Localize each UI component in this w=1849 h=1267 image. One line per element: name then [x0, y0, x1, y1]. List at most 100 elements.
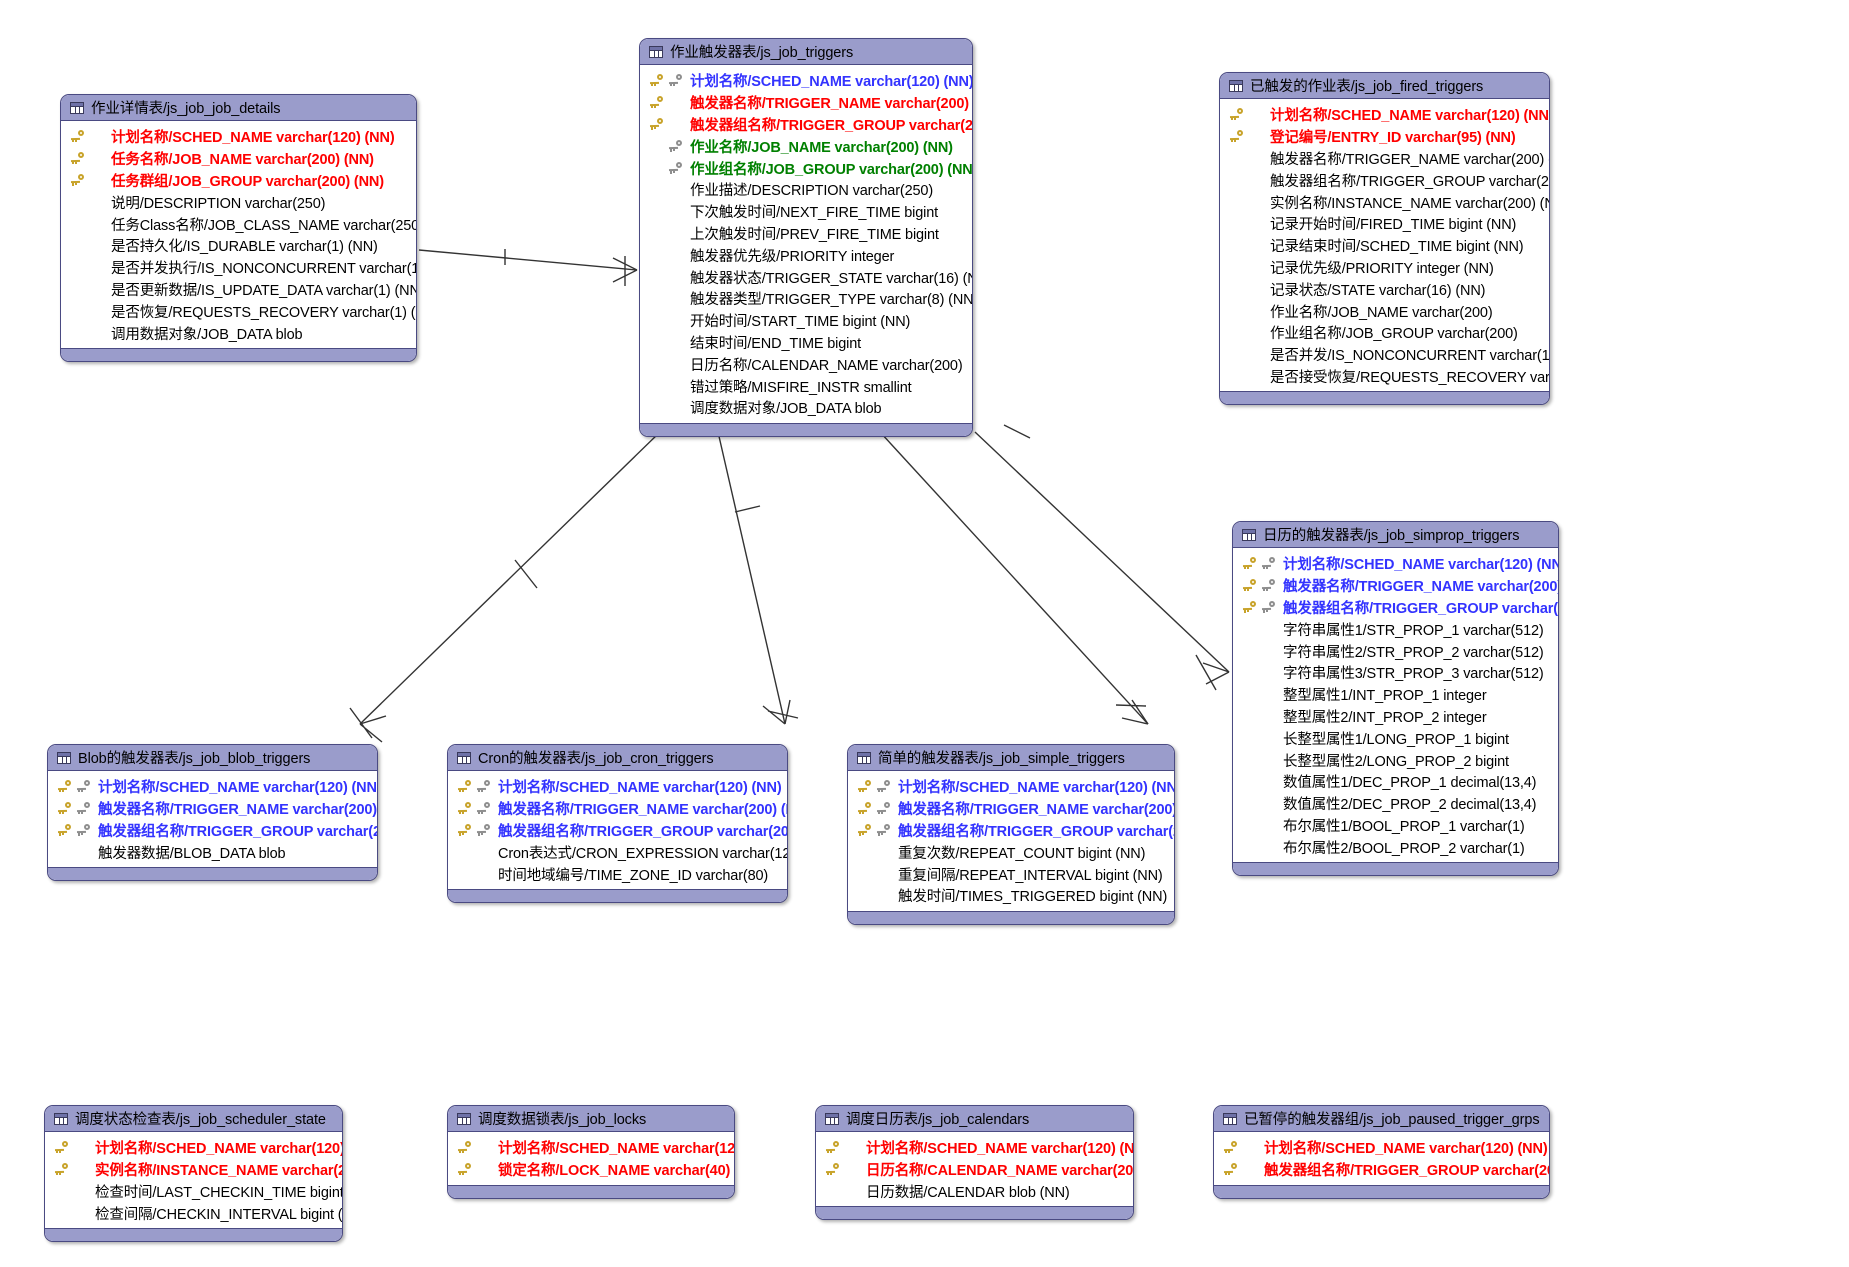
attribute-row[interactable]: 触发器组名称/TRIGGER_GROUP varchar(200) (NN) — [848, 820, 1174, 842]
attribute-row[interactable]: 是否并发/IS_NONCONCURRENT varchar(1) — [1220, 344, 1549, 366]
entity-paused_trigger_grps[interactable]: 已暂停的触发器组/js_job_paused_trigger_grps 计划名称/… — [1213, 1105, 1550, 1199]
attribute-row[interactable]: 触发器数据/BLOB_DATA blob — [48, 841, 377, 863]
attribute-row[interactable]: 计划名称/SCHED_NAME varchar(120) (NN) — [816, 1137, 1133, 1159]
attribute-row[interactable]: 计划名称/SCHED_NAME varchar(120) (NN) — [45, 1137, 342, 1159]
attribute-row[interactable]: 计划名称/SCHED_NAME varchar(120) (NN) — [1220, 104, 1549, 126]
attribute-row[interactable]: 是否并发执行/IS_NONCONCURRENT varchar(1) (NN) — [61, 257, 416, 279]
attribute-row[interactable]: 调用数据对象/JOB_DATA blob — [61, 322, 416, 344]
attribute-row[interactable]: 字符串属性3/STR_PROP_3 varchar(512) — [1233, 662, 1558, 684]
attribute-row[interactable]: 作业名称/JOB_NAME varchar(200) — [1220, 300, 1549, 322]
attribute-row[interactable]: 布尔属性1/BOOL_PROP_1 varchar(1) — [1233, 815, 1558, 837]
attribute-row[interactable]: 触发器名称/TRIGGER_NAME varchar(200) (NN) — [448, 798, 787, 820]
attribute-row[interactable]: 日历名称/CALENDAR_NAME varchar(200) — [640, 353, 972, 375]
entity-job_details[interactable]: 作业详情表/js_job_job_details 计划名称/SCHED_NAME … — [60, 94, 417, 362]
attribute-row[interactable]: 是否更新数据/IS_UPDATE_DATA varchar(1) (NN) — [61, 279, 416, 301]
attribute-row[interactable]: 实例名称/INSTANCE_NAME varchar(200) (NN) — [1220, 191, 1549, 213]
entity-header-fired_triggers[interactable]: 已触发的作业表/js_job_fired_triggers — [1220, 73, 1549, 99]
attribute-row[interactable]: 字符串属性1/STR_PROP_1 varchar(512) — [1233, 618, 1558, 640]
attribute-row[interactable]: 触发器名称/TRIGGER_NAME varchar(200) (NN) — [1233, 575, 1558, 597]
attribute-row[interactable]: 长整型属性2/LONG_PROP_2 bigint — [1233, 749, 1558, 771]
attribute-row[interactable]: 作业组名称/JOB_GROUP varchar(200) — [1220, 322, 1549, 344]
attribute-row[interactable]: 作业描述/DESCRIPTION varchar(250) — [640, 179, 972, 201]
attribute-row[interactable]: 触发器组名称/TRIGGER_GROUP varchar(200) (NN) — [448, 820, 787, 842]
attribute-row[interactable]: 任务群组/JOB_GROUP varchar(200) (NN) — [61, 170, 416, 192]
attribute-row[interactable]: 计划名称/SCHED_NAME varchar(120) (NN) — [48, 776, 377, 798]
entity-header-locks[interactable]: 调度数据锁表/js_job_locks — [448, 1106, 734, 1132]
attribute-row[interactable]: 任务名称/JOB_NAME varchar(200) (NN) — [61, 148, 416, 170]
entity-header-paused_trigger_grps[interactable]: 已暂停的触发器组/js_job_paused_trigger_grps — [1214, 1106, 1549, 1132]
attribute-row[interactable]: 计划名称/SCHED_NAME varchar(120) (NN) — [848, 776, 1174, 798]
attribute-row[interactable]: 整型属性1/INT_PROP_1 integer — [1233, 684, 1558, 706]
attribute-row[interactable]: 触发器优先级/PRIORITY integer — [640, 244, 972, 266]
attribute-row[interactable]: 整型属性2/INT_PROP_2 integer — [1233, 706, 1558, 728]
entity-header-calendars[interactable]: 调度日历表/js_job_calendars — [816, 1106, 1133, 1132]
attribute-row[interactable]: 数值属性2/DEC_PROP_2 decimal(13,4) — [1233, 793, 1558, 815]
attribute-row[interactable]: 触发器名称/TRIGGER_NAME varchar(200) (NN) — [848, 798, 1174, 820]
entity-simprop_triggers[interactable]: 日历的触发器表/js_job_simprop_triggers 计划名称/SCHE… — [1232, 521, 1559, 877]
attribute-row[interactable]: 记录状态/STATE varchar(16) (NN) — [1220, 278, 1549, 300]
attribute-row[interactable]: 说明/DESCRIPTION varchar(250) — [61, 191, 416, 213]
attribute-row[interactable]: 下次触发时间/NEXT_FIRE_TIME bigint — [640, 201, 972, 223]
attribute-row[interactable]: 触发器组名称/TRIGGER_GROUP varchar(200) (NN) — [640, 114, 972, 136]
entity-calendars[interactable]: 调度日历表/js_job_calendars 计划名称/SCHED_NAME va… — [815, 1105, 1134, 1221]
attribute-row[interactable]: 作业组名称/JOB_GROUP varchar(200) (NN) — [640, 157, 972, 179]
attribute-row[interactable]: 计划名称/SCHED_NAME varchar(120) (NN) — [1214, 1137, 1549, 1159]
attribute-row[interactable]: 登记编号/ENTRY_ID varchar(95) (NN) — [1220, 126, 1549, 148]
attribute-row[interactable]: 实例名称/INSTANCE_NAME varchar(200) (NN) — [45, 1159, 342, 1181]
attribute-row[interactable]: 布尔属性2/BOOL_PROP_2 varchar(1) — [1233, 836, 1558, 858]
attribute-row[interactable]: 是否持久化/IS_DURABLE varchar(1) (NN) — [61, 235, 416, 257]
entity-header-blob_triggers[interactable]: Blob的触发器表/js_job_blob_triggers — [48, 745, 377, 771]
entity-cron_triggers[interactable]: Cron的触发器表/js_job_cron_triggers 计划名称/SCHED… — [447, 744, 788, 903]
attribute-row[interactable]: 计划名称/SCHED_NAME varchar(120) (NN) — [1233, 553, 1558, 575]
attribute-row[interactable]: 日历数据/CALENDAR blob (NN) — [816, 1181, 1133, 1203]
attribute-row[interactable]: 计划名称/SCHED_NAME varchar(120) (NN) — [448, 776, 787, 798]
attribute-row[interactable]: 是否接受恢复/REQUESTS_RECOVERY varchar(1) — [1220, 366, 1549, 388]
attribute-row[interactable]: 结束时间/END_TIME bigint — [640, 332, 972, 354]
entity-job_triggers[interactable]: 作业触发器表/js_job_triggers 计划名称/SCHED_NAME va… — [639, 38, 973, 437]
attribute-row[interactable]: 重复次数/REPEAT_COUNT bigint (NN) — [848, 841, 1174, 863]
attribute-row[interactable]: 字符串属性2/STR_PROP_2 varchar(512) — [1233, 640, 1558, 662]
entity-header-simprop_triggers[interactable]: 日历的触发器表/js_job_simprop_triggers — [1233, 522, 1558, 548]
attribute-row[interactable]: 记录开始时间/FIRED_TIME bigint (NN) — [1220, 213, 1549, 235]
attribute-row[interactable]: 计划名称/SCHED_NAME varchar(120) (NN) — [448, 1137, 734, 1159]
attribute-row[interactable]: 触发器名称/TRIGGER_NAME varchar(200) (NN) — [1220, 148, 1549, 170]
attribute-row[interactable]: 触发器组名称/TRIGGER_GROUP varchar(200) (NN) — [1220, 169, 1549, 191]
attribute-row[interactable]: 记录优先级/PRIORITY integer (NN) — [1220, 257, 1549, 279]
attribute-row[interactable]: 触发器状态/TRIGGER_STATE varchar(16) (NN) — [640, 266, 972, 288]
entity-fired_triggers[interactable]: 已触发的作业表/js_job_fired_triggers 计划名称/SCHED_… — [1219, 72, 1550, 406]
attribute-row[interactable]: 错过策略/MISFIRE_INSTR smallint — [640, 375, 972, 397]
entity-locks[interactable]: 调度数据锁表/js_job_locks 计划名称/SCHED_NAME varch… — [447, 1105, 735, 1199]
attribute-row[interactable]: 触发器名称/TRIGGER_NAME varchar(200) (NN) — [640, 92, 972, 114]
attribute-row[interactable]: 记录结束时间/SCHED_TIME bigint (NN) — [1220, 235, 1549, 257]
entity-simple_triggers[interactable]: 简单的触发器表/js_job_simple_triggers 计划名称/SCHED… — [847, 744, 1175, 925]
entity-header-cron_triggers[interactable]: Cron的触发器表/js_job_cron_triggers — [448, 745, 787, 771]
attribute-row[interactable]: 触发器组名称/TRIGGER_GROUP varchar(200) (NN) — [1233, 597, 1558, 619]
attribute-row[interactable]: 时间地域编号/TIME_ZONE_ID varchar(80) — [448, 863, 787, 885]
attribute-row[interactable]: 上次触发时间/PREV_FIRE_TIME bigint — [640, 223, 972, 245]
entity-blob_triggers[interactable]: Blob的触发器表/js_job_blob_triggers 计划名称/SCHED… — [47, 744, 378, 882]
attribute-row[interactable]: 是否恢复/REQUESTS_RECOVERY varchar(1) (NN) — [61, 300, 416, 322]
attribute-row[interactable]: Cron表达式/CRON_EXPRESSION varchar(120) (NN… — [448, 841, 787, 863]
attribute-row[interactable]: 锁定名称/LOCK_NAME varchar(40) (NN) — [448, 1159, 734, 1181]
entity-header-job_details[interactable]: 作业详情表/js_job_job_details — [61, 95, 416, 121]
attribute-row[interactable]: 触发时间/TIMES_TRIGGERED bigint (NN) — [848, 885, 1174, 907]
attribute-row[interactable]: 计划名称/SCHED_NAME varchar(120) (NN) — [640, 70, 972, 92]
entity-header-scheduler_state[interactable]: 调度状态检查表/js_job_scheduler_state — [45, 1106, 342, 1132]
attribute-row[interactable]: 触发器名称/TRIGGER_NAME varchar(200) (NN) — [48, 798, 377, 820]
attribute-row[interactable]: 调度数据对象/JOB_DATA blob — [640, 397, 972, 419]
entity-header-simple_triggers[interactable]: 简单的触发器表/js_job_simple_triggers — [848, 745, 1174, 771]
attribute-row[interactable]: 作业名称/JOB_NAME varchar(200) (NN) — [640, 135, 972, 157]
attribute-row[interactable]: 开始时间/START_TIME bigint (NN) — [640, 310, 972, 332]
entity-scheduler_state[interactable]: 调度状态检查表/js_job_scheduler_state 计划名称/SCHED… — [44, 1105, 343, 1243]
attribute-row[interactable]: 检查时间/LAST_CHECKIN_TIME bigint (NN) — [45, 1181, 342, 1203]
attribute-row[interactable]: 日历名称/CALENDAR_NAME varchar(200) (NN) — [816, 1159, 1133, 1181]
attribute-row[interactable]: 任务Class名称/JOB_CLASS_NAME varchar(250) (N… — [61, 213, 416, 235]
entity-header-job_triggers[interactable]: 作业触发器表/js_job_triggers — [640, 39, 972, 65]
attribute-row[interactable]: 重复间隔/REPEAT_INTERVAL bigint (NN) — [848, 863, 1174, 885]
attribute-row[interactable]: 触发器类型/TRIGGER_TYPE varchar(8) (NN) — [640, 288, 972, 310]
attribute-row[interactable]: 数值属性1/DEC_PROP_1 decimal(13,4) — [1233, 771, 1558, 793]
attribute-row[interactable]: 触发器组名称/TRIGGER_GROUP varchar(200) (NN) — [1214, 1159, 1549, 1181]
attribute-row[interactable]: 计划名称/SCHED_NAME varchar(120) (NN) — [61, 126, 416, 148]
attribute-row[interactable]: 触发器组名称/TRIGGER_GROUP varchar(200) (NN) — [48, 820, 377, 842]
attribute-row[interactable]: 检查间隔/CHECKIN_INTERVAL bigint (NN) — [45, 1202, 342, 1224]
